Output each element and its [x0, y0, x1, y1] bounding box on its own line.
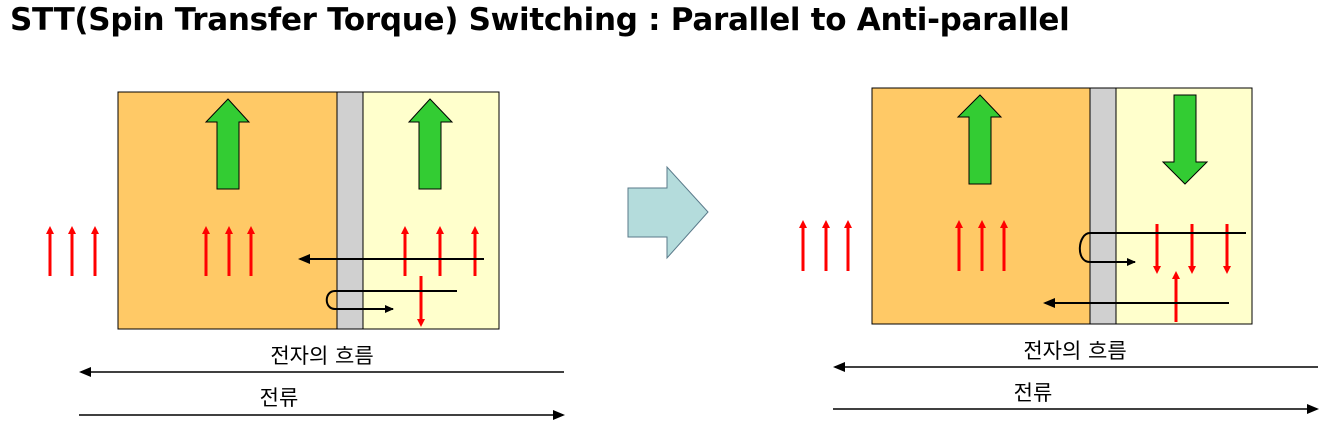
right-incoming-spin-arrows	[799, 220, 852, 271]
left-incoming-spin-arrows	[46, 226, 99, 276]
right-reflected-electron-path	[1078, 232, 1246, 266]
left-barrier-layer	[336, 91, 364, 330]
right-free-layer-spin-arrows	[1153, 224, 1231, 322]
left-free-magnetization-up-arrow	[407, 98, 454, 190]
left-free-layer-spin-arrows	[401, 226, 479, 327]
right-fixed-layer-spin-arrows	[955, 220, 1008, 271]
left-reflected-electron-path	[325, 290, 457, 313]
left-electron-flow-label: 전자의 흐름	[270, 344, 373, 368]
right-free-magnetization-down-arrow	[1161, 94, 1209, 185]
right-free-layer	[1115, 87, 1253, 325]
right-barrier-layer	[1089, 87, 1117, 325]
left-fixed-layer-spin-arrows	[202, 226, 255, 276]
left-fixed-magnetization-up-arrow	[204, 98, 251, 190]
right-panel: 전자의 흐름 전류	[799, 87, 1319, 414]
right-current-label: 전류	[1014, 381, 1053, 405]
left-current-label: 전류	[260, 386, 299, 410]
page-title: STT(Spin Transfer Torque) Switching : Pa…	[10, 2, 1070, 38]
transition-arrow	[627, 165, 709, 260]
right-fixed-magnetization-up-arrow	[956, 94, 1003, 185]
right-electron-flow-label: 전자의 흐름	[1023, 339, 1126, 363]
left-panel: 전자의 흐름 전류	[46, 91, 565, 420]
